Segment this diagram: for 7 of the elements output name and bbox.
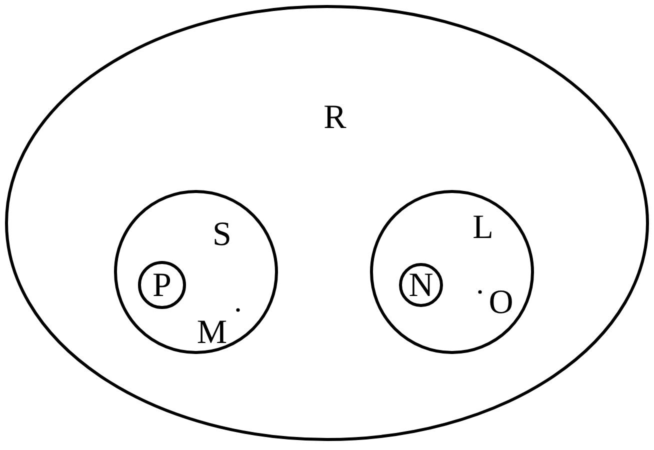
set-label: L: [472, 211, 494, 245]
point-label: M: [196, 316, 228, 350]
set-label: P: [152, 269, 172, 303]
set-label: R: [324, 101, 346, 135]
set-label: S: [212, 218, 232, 252]
point-label: O: [488, 286, 514, 320]
set-label: N: [408, 269, 434, 303]
